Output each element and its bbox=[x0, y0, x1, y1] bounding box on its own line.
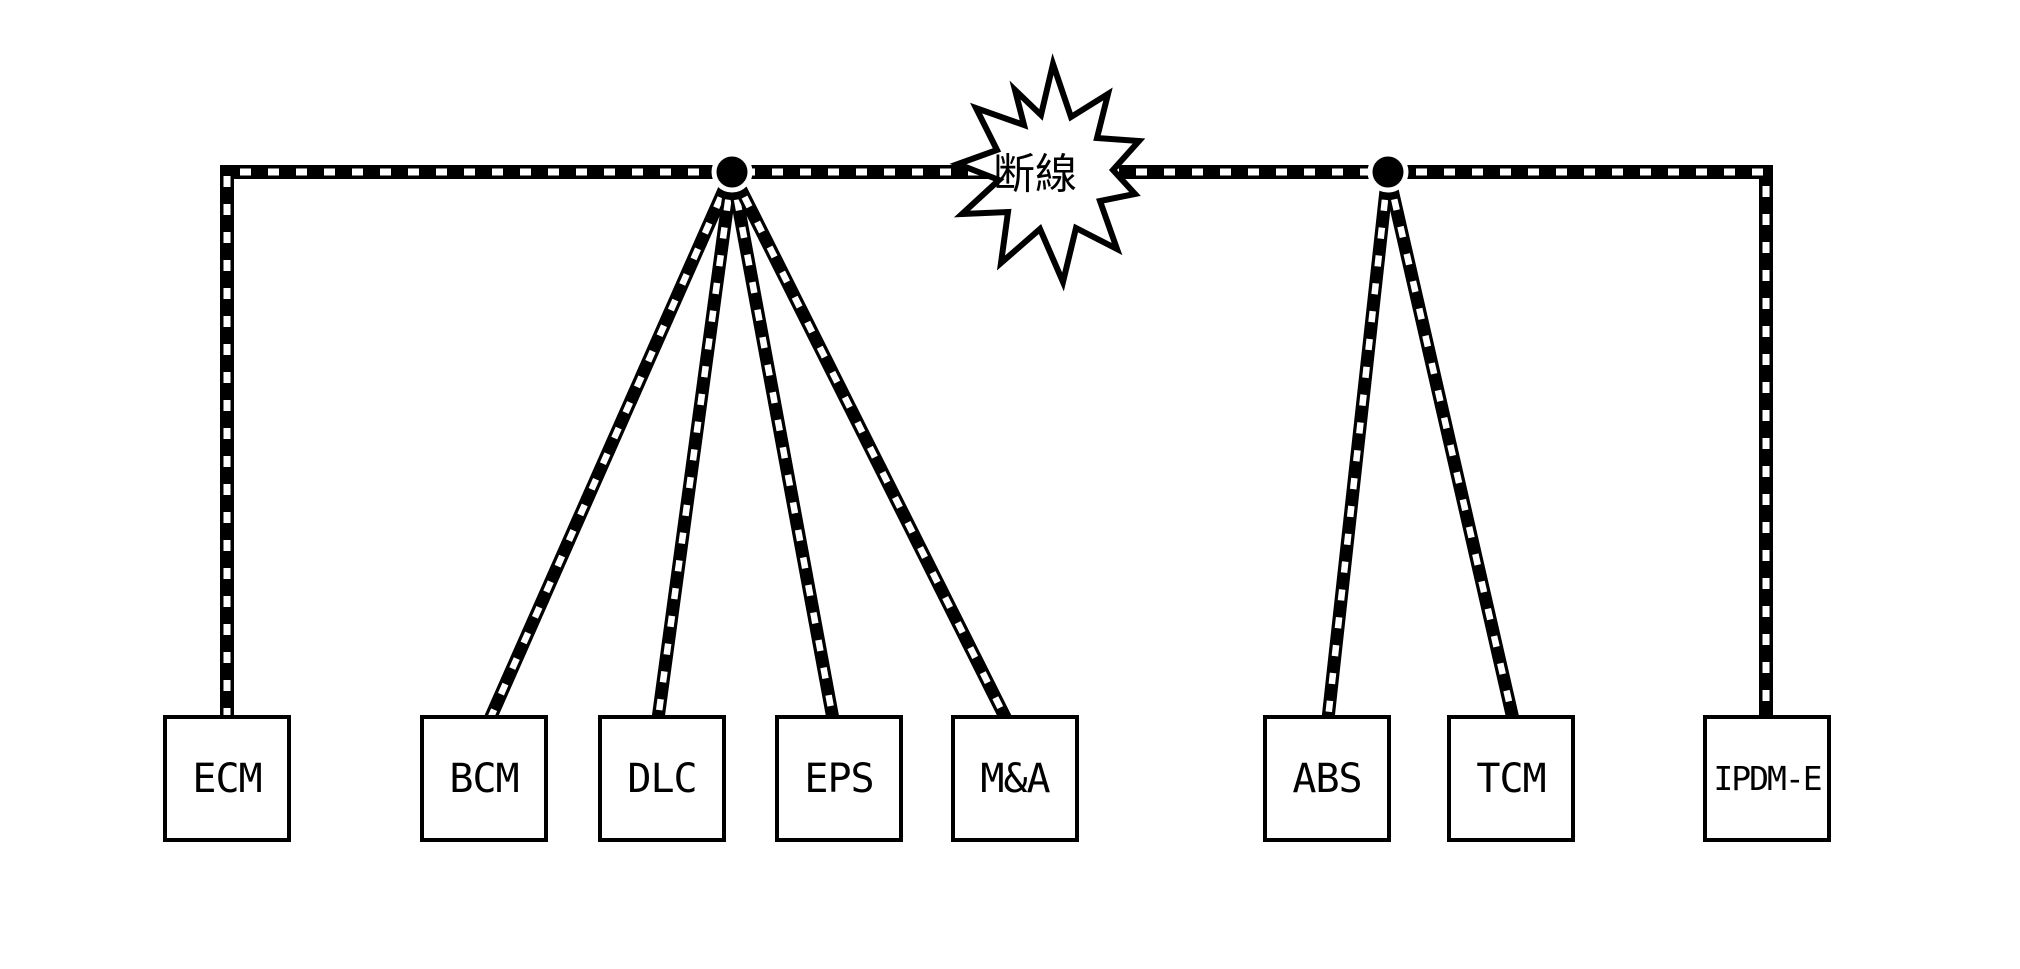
branch-line-abs bbox=[1321, 171, 1395, 720]
branch-line-eps bbox=[725, 170, 840, 721]
bus-trunk-stroke bbox=[220, 165, 1773, 719]
bus-junction-node-right bbox=[1367, 151, 1409, 193]
branch-line-dlc bbox=[651, 171, 739, 720]
node-box-bcm: BCM bbox=[420, 715, 548, 842]
node-box-tcm: TCM bbox=[1447, 715, 1575, 842]
node-box-ipdm-e: IPDM-E bbox=[1703, 715, 1831, 842]
wire-break-starburst: 断線 bbox=[949, 53, 1146, 292]
node-label-ma: M&A bbox=[980, 755, 1050, 802]
node-label-ecm: ECM bbox=[192, 755, 262, 802]
node-box-dlc: DLC bbox=[598, 715, 726, 842]
node-box-ma: M&A bbox=[951, 715, 1079, 842]
node-box-eps: EPS bbox=[775, 715, 903, 842]
wire-break-label: 断線 bbox=[993, 150, 1077, 199]
node-label-bcm: BCM bbox=[449, 755, 519, 802]
node-box-abs: ABS bbox=[1263, 715, 1391, 842]
bus-trunk-line bbox=[220, 165, 1773, 719]
bus-junction-node-left bbox=[711, 151, 753, 193]
node-label-ipdm-e: IPDM-E bbox=[1713, 759, 1822, 798]
branch-line-ma bbox=[726, 169, 1012, 722]
branch-line-tcm bbox=[1381, 170, 1520, 721]
node-box-ecm: ECM bbox=[163, 715, 291, 842]
node-label-dlc: DLC bbox=[627, 755, 697, 802]
node-label-eps: EPS bbox=[804, 755, 874, 802]
bus-trunk-dashes bbox=[223, 168, 1770, 719]
node-label-abs: ABS bbox=[1292, 755, 1362, 802]
starburst-icon bbox=[949, 53, 1146, 292]
node-label-tcm: TCM bbox=[1476, 755, 1546, 802]
branch-line-bcm bbox=[484, 169, 738, 722]
